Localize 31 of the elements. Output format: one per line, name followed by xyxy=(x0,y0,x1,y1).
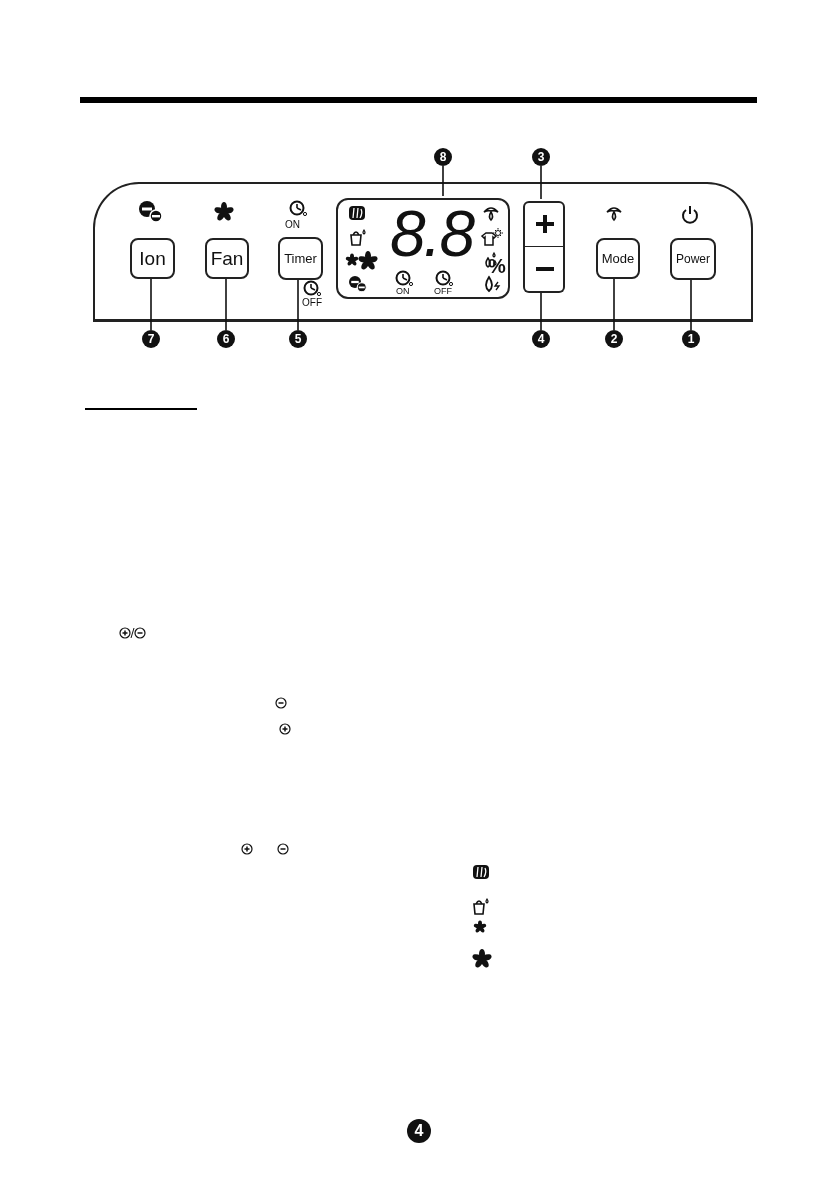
callout-number: 2 xyxy=(605,330,623,348)
plus-key xyxy=(523,201,565,247)
callout-number: 6 xyxy=(217,330,235,348)
callout-number: 3 xyxy=(532,148,550,166)
callout-number: 5 xyxy=(289,330,307,348)
leader-line xyxy=(442,165,444,197)
minus-key xyxy=(523,247,565,293)
control-button: Power xyxy=(670,238,716,280)
leader-line xyxy=(613,276,615,331)
timer-label: ON xyxy=(396,287,410,296)
page-number: 4 xyxy=(407,1119,431,1143)
callout-number: 7 xyxy=(142,330,160,348)
timer-label: OFF xyxy=(302,298,322,308)
leader-line xyxy=(540,290,542,331)
leader-line xyxy=(225,276,227,331)
leader-line xyxy=(297,277,299,331)
control-button: Timer xyxy=(278,237,323,280)
callout-number: 1 xyxy=(682,330,700,348)
control-button: Ion xyxy=(130,238,175,279)
unit-label: % xyxy=(488,256,506,276)
control-button: Mode xyxy=(596,238,640,279)
leader-line xyxy=(150,276,152,331)
lcd-display xyxy=(336,198,510,299)
timer-label: OFF xyxy=(434,287,452,296)
digit-readout: 8.8 xyxy=(390,202,473,266)
leader-line xyxy=(540,165,542,200)
control-button: Fan xyxy=(205,238,249,279)
control-panel xyxy=(93,182,753,322)
leader-line xyxy=(690,277,692,331)
callout-number: 8 xyxy=(434,148,452,166)
callout-number: 4 xyxy=(532,330,550,348)
